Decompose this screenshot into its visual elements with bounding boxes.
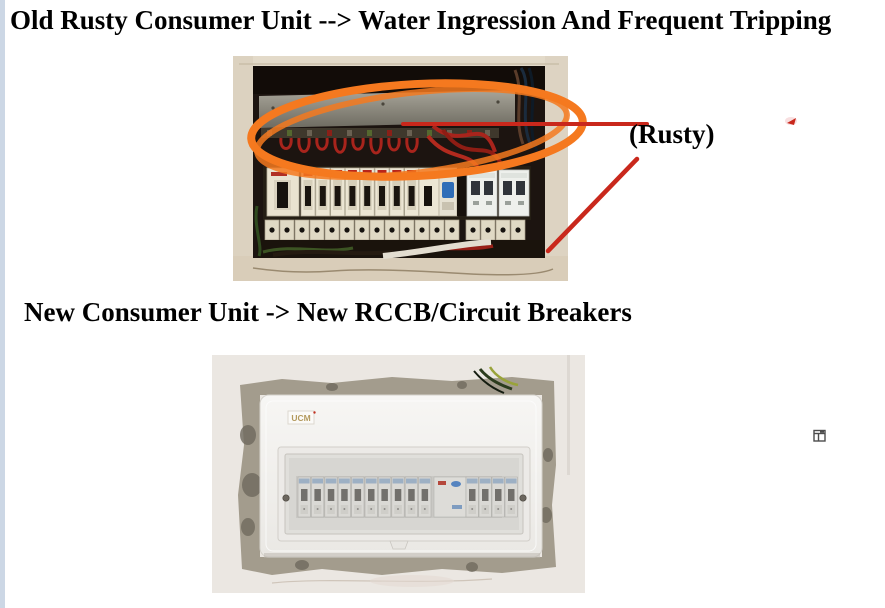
old-photo-breaker-row [263,166,531,220]
new-unit-photo-art: UCM [212,355,585,593]
brand-text: UCM [291,413,310,423]
new-unit-photo[interactable]: UCM [212,355,585,593]
old-unit-photo[interactable] [233,56,568,281]
object-frame-icon[interactable] [813,429,826,442]
old-photo-terminal-row [264,219,526,241]
new-photo-brand-label: UCM [287,410,316,425]
old-photo-bottom-wires [254,205,545,259]
red-speck-halo [785,117,797,125]
page-left-margin-strip [0,0,5,608]
old-unit-heading: Old Rusty Consumer Unit --> Water Ingres… [10,5,832,35]
new-photo-earth-wires [473,366,519,394]
new-unit-heading: New Consumer Unit -> New RCCB/Circuit Br… [24,297,632,327]
new-photo-bottom-clip [389,540,409,550]
new-photo-plaster-blotches [240,381,553,572]
red-speck-mark [787,118,796,125]
old-photo-metal-panel [259,90,515,128]
old-unit-photo-art [233,56,568,281]
rusty-annotation-label[interactable]: (Rusty) [629,119,715,149]
new-photo-breaker-window [277,446,531,542]
